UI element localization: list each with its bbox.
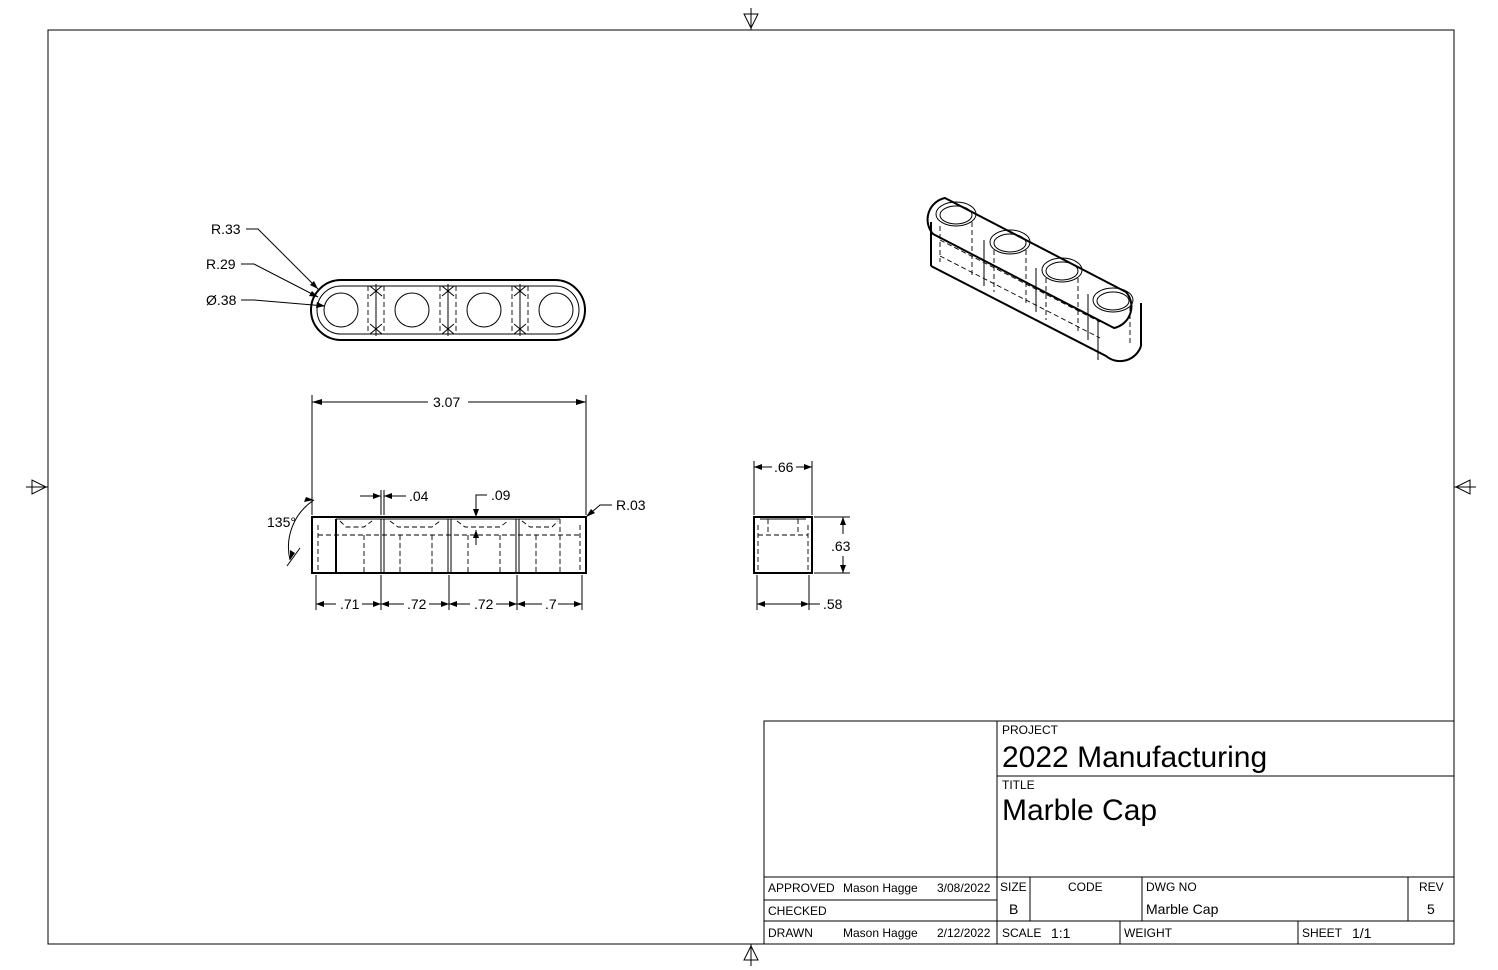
dwg-no-value: Marble Cap: [1146, 901, 1219, 917]
size-label: SIZE: [1000, 880, 1027, 894]
callout-r03: R.03: [585, 497, 646, 518]
side-view: [753, 516, 813, 574]
dimension-side-height: .63: [814, 516, 851, 574]
approved-name: Mason Hagge: [843, 881, 918, 895]
front-view: [311, 516, 587, 574]
dimension-side-height-text: .63: [831, 538, 851, 554]
dimension-spacings: .71 .72 .72 .7: [315, 575, 583, 612]
dimension-side-width-top: .66: [753, 459, 813, 515]
spacing-4-text: .7: [545, 596, 557, 612]
spacing-2-text: .72: [407, 596, 427, 612]
callout-dia38: Ø.38: [206, 292, 326, 308]
dwg-no-label: DWG NO: [1146, 880, 1197, 894]
drawn-date: 2/12/2022: [937, 926, 991, 940]
dimension-side-width-top-text: .66: [774, 459, 794, 475]
scale-label: SCALE: [1002, 926, 1041, 940]
dimension-side-width-bottom: .58: [756, 575, 843, 612]
callout-r33: R.33: [211, 221, 319, 290]
weight-label: WEIGHT: [1124, 926, 1173, 940]
spacing-3-text: .72: [474, 596, 494, 612]
drawn-name: Mason Hagge: [843, 926, 918, 940]
rev-value: 5: [1427, 901, 1435, 917]
dimension-09: .09: [473, 487, 511, 545]
size-value: B: [1009, 901, 1018, 917]
dimension-overall-width-text: 3.07: [433, 394, 460, 410]
title-block: PROJECT 2022 Manufacturing TITLE Marble …: [763, 720, 1455, 945]
callout-dia38-text: Ø.38: [206, 292, 237, 308]
code-label: CODE: [1068, 880, 1103, 894]
dimension-side-width-bottom-text: .58: [823, 596, 843, 612]
callout-r29-text: R.29: [206, 256, 236, 272]
drawn-label: DRAWN: [768, 926, 813, 940]
dimension-angle: 135°: [267, 497, 315, 567]
approved-date: 3/08/2022: [937, 881, 991, 895]
callout-r03-text: R.03: [616, 497, 646, 513]
dimension-04: .04: [360, 488, 429, 515]
dimension-04-text: .04: [409, 488, 429, 504]
callout-r29: R.29: [206, 256, 319, 298]
scale-value: 1:1: [1051, 925, 1071, 941]
title-value: Marble Cap: [1002, 794, 1157, 827]
dimension-angle-text: 135°: [267, 514, 296, 530]
centering-mark-bottom: [743, 944, 759, 966]
callout-r33-text: R.33: [211, 221, 241, 237]
dimension-09-text: .09: [491, 487, 511, 503]
centering-mark-top: [743, 8, 759, 30]
rev-label: REV: [1419, 880, 1444, 894]
approved-label: APPROVED: [768, 881, 835, 895]
project-label: PROJECT: [1002, 723, 1059, 737]
dimension-overall-width: 3.07: [311, 394, 587, 515]
title-label: TITLE: [1002, 778, 1035, 792]
sheet-label: SHEET: [1302, 926, 1343, 940]
sheet-border: [47, 29, 1455, 945]
top-view: [310, 279, 586, 341]
spacing-1-text: .71: [340, 596, 360, 612]
project-value: 2022 Manufacturing: [1002, 741, 1267, 774]
isometric-view: [926, 196, 1142, 363]
checked-label: CHECKED: [768, 904, 827, 918]
centering-mark-left: [26, 479, 48, 495]
centering-mark-right: [1454, 479, 1476, 495]
sheet-value: 1/1: [1352, 925, 1372, 941]
